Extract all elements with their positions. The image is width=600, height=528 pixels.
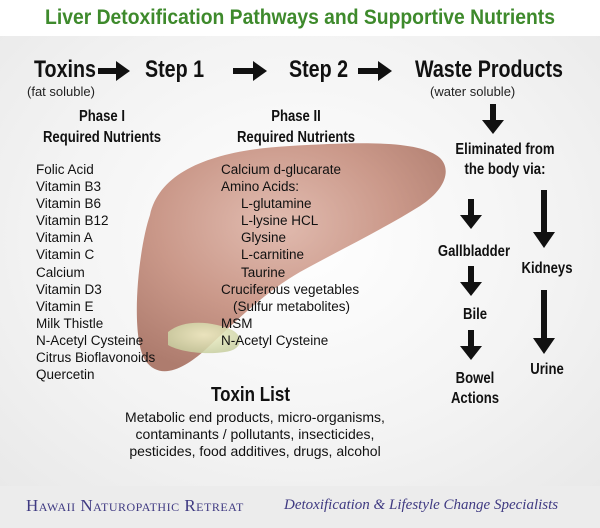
eliminated-line1: Eliminated from (455, 141, 555, 158)
stage-waste-sub: (water soluble) (430, 84, 516, 99)
bile-label: Bile (462, 306, 488, 323)
bowel-line2: Actions (450, 390, 500, 407)
arrow-right-icon (358, 61, 392, 81)
list-item: Glysine (241, 230, 287, 246)
footer-brand: Hawaii Naturopathic Retreat (26, 496, 244, 515)
toxin-list-heading: Toxin List (210, 384, 290, 406)
list-item: Amino Acids: (221, 179, 300, 195)
list-item: L-glutamine (241, 196, 312, 212)
toxin-list-line2: contaminants / pollutants, insecticides, (135, 426, 375, 442)
phase1-heading: Phase I Required Nutrients (36, 106, 167, 148)
bowel-line1: Bowel (455, 370, 495, 387)
list-item: Calcium d-glucarate (221, 162, 342, 177)
toxin-list-line1: Metabolic end products, micro-organisms, (125, 409, 385, 425)
urine-label: Urine (530, 361, 564, 378)
list-item: L-carnitine (241, 247, 305, 263)
stage-step1: Step 1 (145, 56, 205, 83)
list-item: Vitamin C (36, 247, 95, 263)
stage-toxins-sub: (fat soluble) (27, 84, 95, 99)
arrow-right-icon (98, 61, 130, 81)
page-title: Liver Detoxification Pathways and Suppor… (45, 6, 555, 29)
list-item: Vitamin A (36, 230, 93, 246)
toxin-list-line3: pesticides, food additives, drugs, alcoh… (129, 443, 381, 459)
list-item: Vitamin B12 (36, 213, 109, 229)
phase1-nutrient-list: Folic Acid Vitamin B3 Vitamin B6 Vitamin… (36, 161, 155, 383)
arrow-right-icon (233, 61, 267, 81)
list-item: Vitamin E (36, 298, 94, 314)
list-item: N-Acetyl Cysteine (36, 332, 144, 348)
bowel-actions-label: Bowel Actions (438, 369, 512, 409)
list-item: MSM (221, 315, 253, 331)
arrow-down-icon (460, 266, 482, 296)
list-item: (Sulfur metabolites) (233, 298, 351, 314)
stage-waste: Waste Products (415, 56, 563, 83)
footer-bar (0, 486, 600, 528)
list-item: Milk Thistle (36, 315, 104, 331)
stage-toxins: Toxins (34, 56, 96, 83)
phase2-heading-line2: Required Nutrients (236, 129, 356, 146)
arrow-down-icon (460, 199, 482, 229)
arrow-down-icon (533, 190, 555, 248)
list-item: L-lysine HCL (241, 213, 319, 229)
eliminated-line2: the body via: (464, 161, 546, 178)
list-item: N-Acetyl Cysteine (221, 332, 329, 348)
arrow-down-icon (533, 290, 555, 354)
gallbladder-label: Gallbladder (437, 243, 511, 260)
list-item: Citrus Bioflavonoids (36, 350, 156, 366)
list-item: Vitamin B3 (36, 179, 102, 195)
list-item: Quercetin (36, 367, 95, 383)
list-item: Folic Acid (36, 162, 94, 177)
phase1-heading-line1: Phase I (79, 108, 125, 125)
phase2-heading-line1: Phase II (271, 108, 321, 125)
footer-tagline: Detoxification & Lifestyle Change Specia… (284, 497, 559, 513)
gallbladder-shape (168, 322, 241, 354)
kidneys-label: Kidneys (521, 260, 573, 277)
arrow-down-icon (460, 330, 482, 360)
list-item: Vitamin B6 (36, 196, 102, 212)
phase1-heading-line2: Required Nutrients (42, 129, 162, 146)
phase2-heading: Phase II Required Nutrients (230, 106, 361, 148)
toxin-list-text: Metabolic end products, micro-organisms,… (60, 409, 450, 460)
stage-step2: Step 2 (289, 56, 349, 83)
liver-shape (136, 143, 446, 372)
phase2-nutrient-list: Calcium d-glucarate Amino Acids: L-gluta… (221, 161, 359, 349)
list-item: Calcium (36, 264, 85, 280)
arrow-down-icon (482, 104, 504, 134)
eliminated-label: Eliminated from the body via: (444, 140, 567, 180)
list-item: Taurine (241, 264, 286, 280)
list-item: Vitamin D3 (36, 281, 102, 297)
list-item: Cruciferous vegetables (221, 281, 360, 297)
